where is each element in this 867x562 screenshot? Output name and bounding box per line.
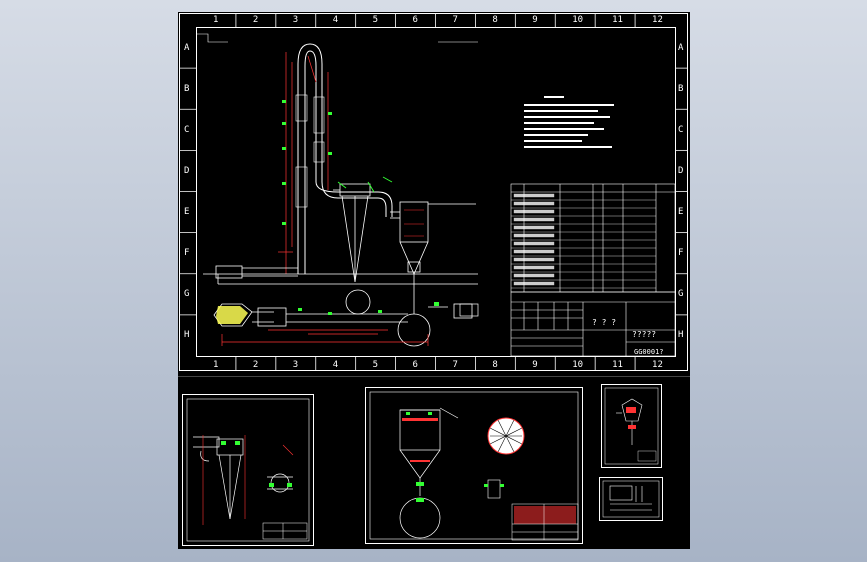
small-detail-1-drawing bbox=[604, 387, 659, 465]
column-label-top: 3 bbox=[292, 15, 299, 25]
parts-row-text bbox=[513, 233, 555, 238]
parts-row-text bbox=[513, 249, 555, 254]
parts-row-text bbox=[513, 217, 555, 222]
note-line bbox=[524, 128, 604, 130]
parts-row-text bbox=[513, 273, 555, 278]
row-label-right: D bbox=[678, 165, 684, 176]
note-line bbox=[524, 104, 614, 106]
note-line bbox=[524, 110, 598, 112]
notes-heading bbox=[544, 96, 564, 98]
column-label-bottom: 11 bbox=[612, 360, 623, 370]
note-line bbox=[524, 116, 610, 118]
middle-cyclone bbox=[333, 183, 371, 283]
row-label-right: F bbox=[678, 248, 684, 259]
detail-sheet-cyclone[interactable] bbox=[182, 394, 314, 546]
lower-pipeline-hatch bbox=[216, 306, 248, 324]
dryer-hatch bbox=[404, 209, 424, 237]
parts-list-rows bbox=[511, 193, 656, 289]
drawing-number: GG0001? bbox=[634, 348, 664, 356]
row-label-right: A bbox=[678, 42, 684, 53]
lower-dimension-lines bbox=[221, 329, 429, 346]
row-label-left: A bbox=[184, 42, 190, 53]
row-label-right: E bbox=[678, 207, 684, 218]
column-label-bottom: 8 bbox=[492, 360, 498, 370]
riser-leader-marks bbox=[282, 100, 332, 225]
riser-pipes bbox=[297, 43, 393, 274]
pipe-flanges bbox=[295, 94, 325, 208]
column-label-bottom: 1 bbox=[212, 360, 219, 370]
column-label-top: 5 bbox=[372, 15, 379, 25]
riser-dimension-lines bbox=[278, 52, 329, 274]
title-block bbox=[510, 291, 676, 357]
row-label-right: G bbox=[678, 289, 684, 300]
row-label-left: E bbox=[184, 207, 190, 218]
note-line bbox=[524, 146, 612, 148]
column-label-top: 6 bbox=[412, 15, 418, 25]
base-lines bbox=[203, 265, 478, 285]
column-label-top: 12 bbox=[652, 15, 663, 25]
lower-pipeline bbox=[213, 287, 473, 347]
row-label-left: H bbox=[184, 330, 190, 341]
column-label-bottom: 7 bbox=[452, 360, 458, 370]
lower-leader-marks bbox=[298, 302, 439, 315]
column-label-bottom: 4 bbox=[332, 360, 339, 370]
column-label-bottom: 10 bbox=[572, 360, 584, 370]
parts-row-text bbox=[513, 257, 555, 262]
column-label-bottom: 9 bbox=[532, 360, 538, 370]
row-label-right: B bbox=[678, 83, 684, 94]
column-label-top: 10 bbox=[572, 15, 584, 25]
column-label-bottom: 2 bbox=[252, 360, 259, 370]
row-label-left: F bbox=[184, 248, 190, 259]
dryer-detail-drawing bbox=[369, 391, 579, 541]
column-label-bottom: 12 bbox=[652, 360, 663, 370]
column-label-bottom: 6 bbox=[412, 360, 418, 370]
note-line bbox=[524, 134, 588, 136]
row-label-left: D bbox=[184, 165, 190, 176]
parts-row-text bbox=[513, 193, 555, 198]
corner-mark bbox=[196, 33, 228, 43]
column-label-top: 8 bbox=[492, 15, 498, 25]
parts-row-text bbox=[513, 281, 555, 286]
row-label-left: C bbox=[184, 124, 190, 135]
detail-sheet-small-2[interactable] bbox=[599, 477, 663, 521]
parts-row-text bbox=[513, 209, 555, 214]
note-line bbox=[524, 122, 594, 124]
title-block-marks: ? ? ? bbox=[592, 318, 617, 327]
column-label-top: 1 bbox=[212, 15, 219, 25]
detail-sheet-dryer[interactable] bbox=[365, 387, 583, 544]
column-label-bottom: 3 bbox=[292, 360, 299, 370]
middle-cyclone-leaders bbox=[337, 176, 393, 193]
main-sheet-drawing bbox=[179, 13, 688, 371]
sheet-divider bbox=[178, 376, 690, 377]
technical-notes bbox=[524, 96, 614, 148]
column-label-top: 9 bbox=[532, 15, 538, 25]
column-label-top: 4 bbox=[332, 15, 339, 25]
fan-box bbox=[459, 303, 479, 317]
row-label-left: B bbox=[184, 83, 190, 94]
parts-row-text bbox=[513, 201, 555, 206]
column-label-top: 7 bbox=[452, 15, 458, 25]
column-label-top: 2 bbox=[252, 15, 259, 25]
row-label-right: H bbox=[678, 330, 684, 341]
title-block-text: ????? bbox=[632, 330, 657, 339]
row-label-left: G bbox=[184, 289, 190, 300]
zone-ticks bbox=[179, 13, 687, 370]
column-label-top: 11 bbox=[612, 15, 623, 25]
note-line bbox=[524, 140, 582, 142]
cyclone-detail-drawing bbox=[186, 398, 310, 542]
detail-sheet-small-1[interactable] bbox=[601, 384, 662, 468]
row-label-right: C bbox=[678, 124, 684, 135]
small-detail-2-drawing bbox=[602, 480, 660, 518]
column-label-bottom: 5 bbox=[372, 360, 379, 370]
parts-row-text bbox=[513, 241, 555, 246]
parts-row-text bbox=[513, 225, 555, 230]
parts-row-text bbox=[513, 265, 555, 270]
